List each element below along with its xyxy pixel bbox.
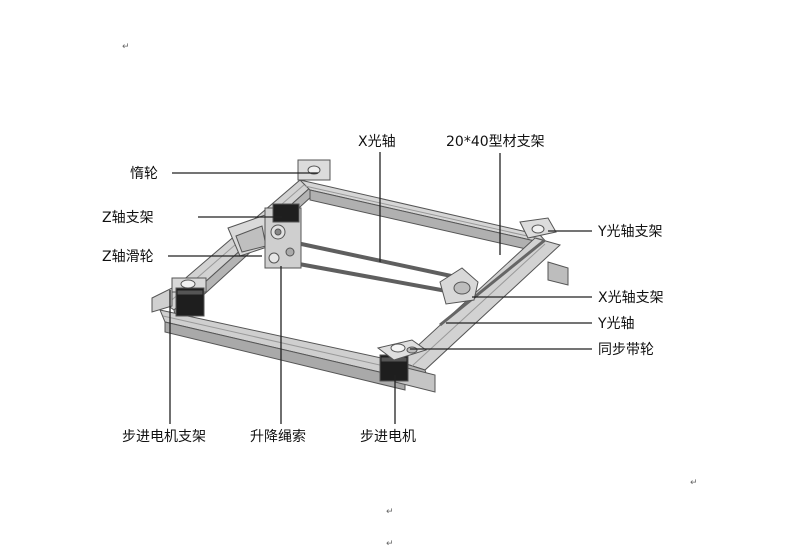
label-x-rod: X光轴 xyxy=(358,134,396,150)
x-rod xyxy=(291,240,471,282)
right-rail-end xyxy=(547,261,569,286)
paragraph-mark: ↵ xyxy=(386,539,394,547)
label-idler: 惰轮 xyxy=(130,166,158,182)
label-stepper-motor: 步进电机 xyxy=(360,429,416,445)
label-x-rod-bracket: X光轴支架 xyxy=(598,290,664,306)
frame-drawing xyxy=(151,159,569,393)
label-y-rod-bracket: Y光轴支架 xyxy=(597,224,663,240)
x-rod xyxy=(287,260,453,294)
front-rail-side xyxy=(164,321,406,391)
label-stepper-bracket: 步进电机支架 xyxy=(122,429,206,445)
front-rail xyxy=(159,309,406,379)
paragraph-mark: ↵ xyxy=(386,507,394,517)
label-z-pulley: Z轴滑轮 xyxy=(102,248,154,265)
back-rail-side xyxy=(309,189,549,255)
paragraph-mark: ↵ xyxy=(690,478,698,488)
leader-lines xyxy=(168,152,592,424)
z-motor xyxy=(272,203,300,223)
back-rail xyxy=(298,179,550,245)
paragraph-mark: ↵ xyxy=(122,42,130,52)
label-profile-bracket: 20*40型材支架 xyxy=(446,134,545,150)
label-z-bracket: Z轴支架 xyxy=(102,210,154,226)
label-y-rod: Y光轴 xyxy=(597,316,635,332)
y-rod xyxy=(439,238,546,327)
label-timing-pulley: 同步带轮 xyxy=(598,342,654,358)
label-lift-rope: 升降绳索 xyxy=(250,428,306,445)
